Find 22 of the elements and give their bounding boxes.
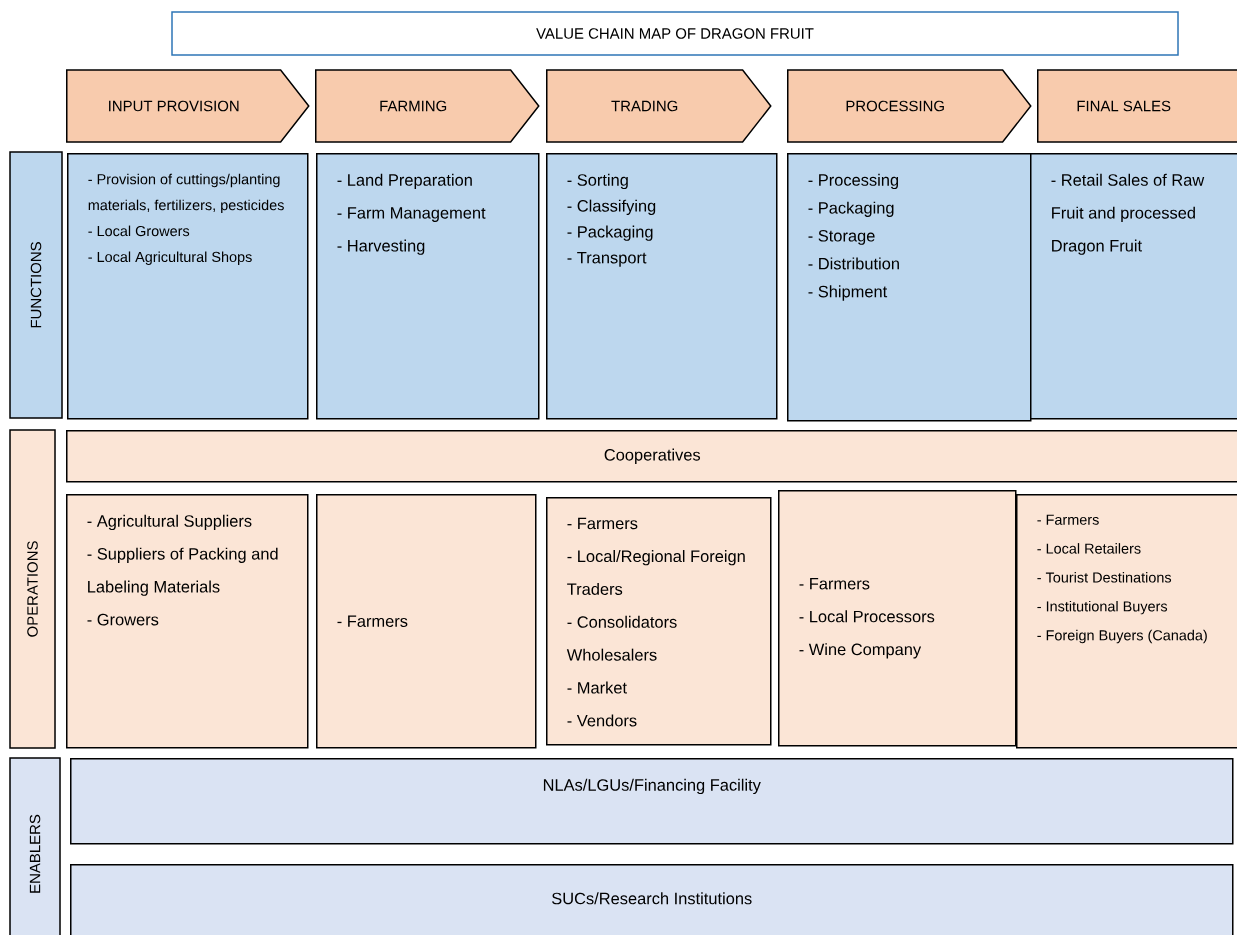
operator-box: - Agricultural Suppliers - Suppliers of Packing and Labeling Materials - Growers — [66, 494, 309, 749]
stage-header: PROCESSING — [787, 69, 1032, 143]
function-box: - Land Preparation - Farm Management - Harvesting — [316, 153, 540, 420]
operator-band: Cooperatives — [66, 430, 1237, 483]
function-box: - Retail Sales of Raw Fruit and processed Dragon Fruit — [1030, 153, 1237, 420]
row-label: ENABLERS — [9, 757, 61, 935]
stage-header: INPUT PROVISION — [66, 69, 310, 143]
row-label: FUNCTIONS — [9, 151, 63, 419]
stage-header: FARMING — [315, 69, 540, 143]
operator-box: - Farmers - Local Processors - Wine Company — [778, 490, 1017, 747]
function-box: - Provision of cuttings/planting materials, fertilizers, pesticides - Local Growers - Local Agricultural Shops — [67, 153, 309, 420]
stage-header: FINAL SALES — [1037, 69, 1237, 143]
operator-box: - Farmers - Local Retailers - Tourist Destinations - Institutional Buyers - Foreign Buyers (Canada) — [1016, 494, 1237, 749]
title-box: VALUE CHAIN MAP OF DRAGON FRUIT — [171, 11, 1179, 56]
operator-box: - Farmers — [316, 494, 537, 749]
operator-box: - Farmers - Local/Regional Foreign Traders - Consolidators Wholesalers - Market - Vendors — [546, 497, 772, 746]
stage-header: TRADING — [546, 69, 772, 143]
enabler-band: NLAs/LGUs/Financing Facility — [70, 758, 1234, 845]
function-box: - Sorting - Classifying - Packaging - Transport — [546, 153, 778, 420]
enabler-band: SUCs/Research Institutions — [70, 864, 1234, 935]
row-label: OPERATIONS — [9, 429, 56, 749]
function-box: - Processing - Packaging - Storage - Distribution - Shipment — [787, 153, 1032, 422]
